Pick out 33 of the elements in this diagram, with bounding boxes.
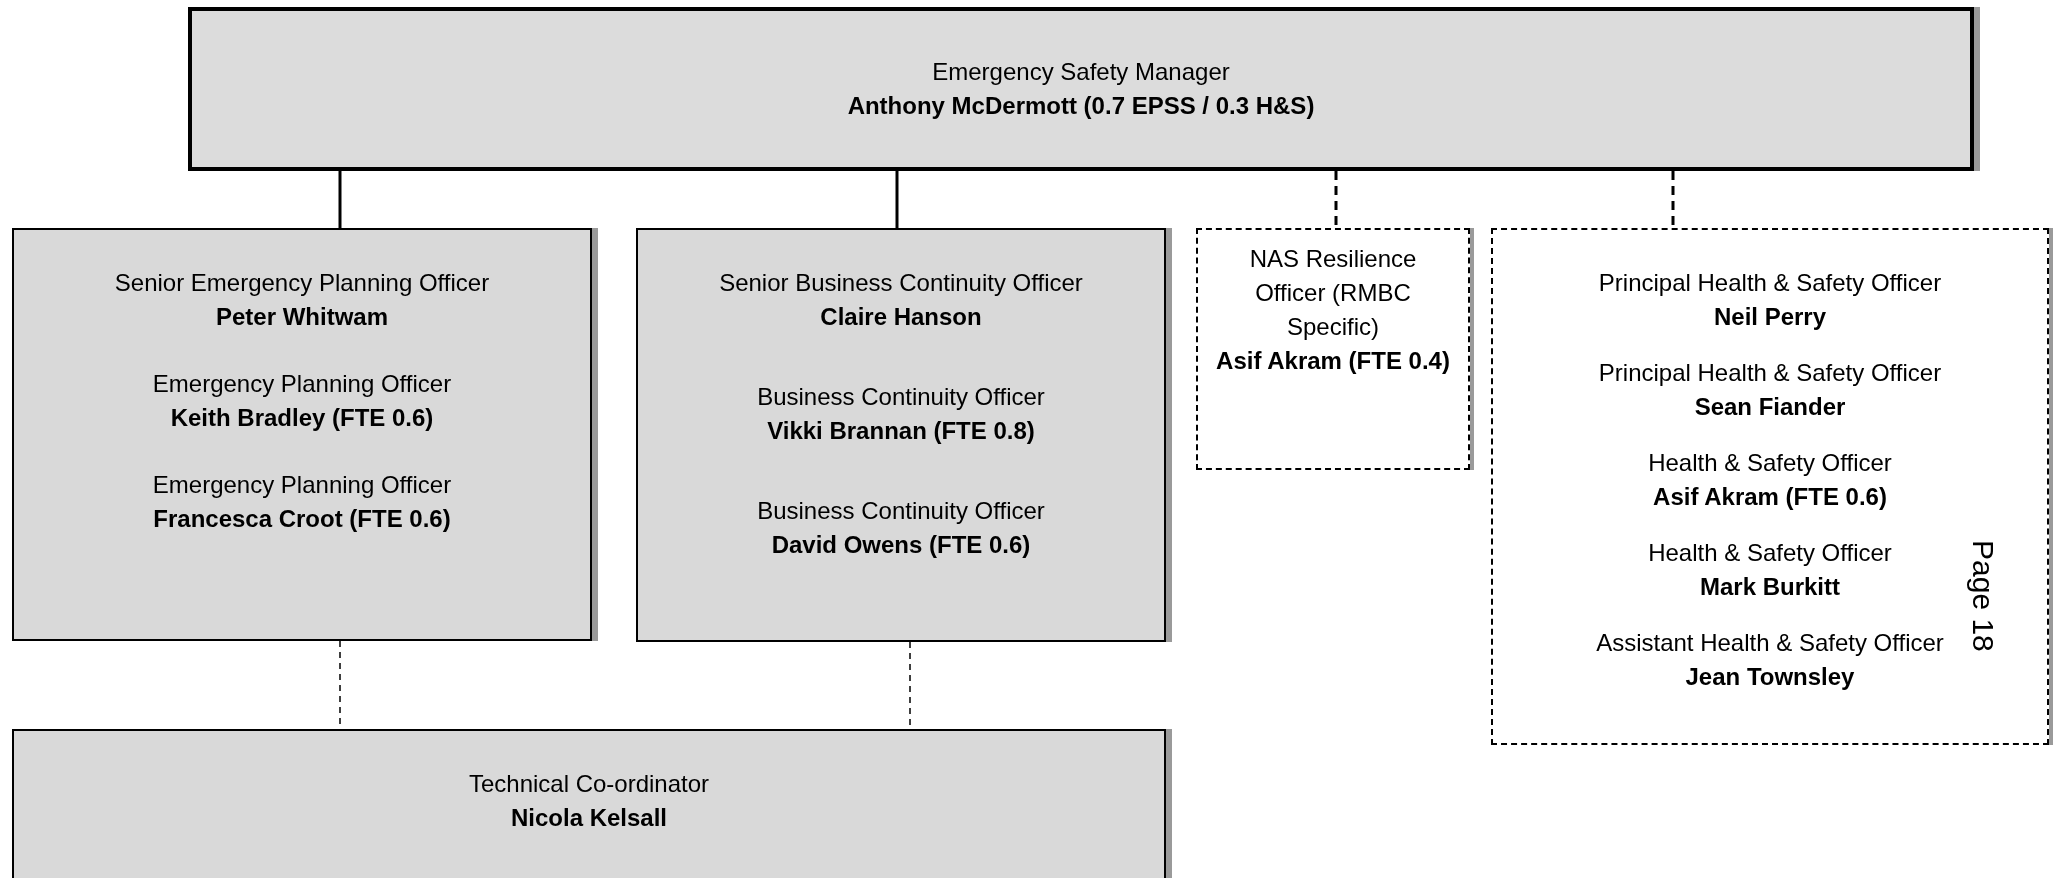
- job-title: Business Continuity Officer: [757, 496, 1045, 526]
- job-title: Senior Business Continuity Officer: [719, 268, 1083, 298]
- page-number: Page 18: [1966, 540, 2000, 652]
- person-name: Nicola Kelsall: [510, 803, 668, 833]
- person-name: Francesca Croot (FTE 0.6): [153, 504, 451, 534]
- job-title: Principal Health & Safety Officer: [1598, 358, 1942, 388]
- person-name: Vikki Brannan (FTE 0.8): [767, 416, 1035, 446]
- job-title: Health & Safety Officer: [1648, 538, 1892, 568]
- connector-line: [895, 171, 899, 228]
- connector-line: [338, 171, 342, 228]
- job-title: NAS Resilience Officer (RMBC Specific): [1248, 244, 1418, 342]
- person-name: Asif Akram (FTE 0.4): [1216, 346, 1450, 376]
- person-name: Asif Akram (FTE 0.6): [1653, 482, 1887, 512]
- job-title: Health & Safety Officer: [1648, 448, 1892, 478]
- person-name: Peter Whitwam: [216, 302, 388, 332]
- connector-line: [1334, 171, 1338, 228]
- person-name: Anthony McDermott (0.7 EPSS / 0.3 H&S): [847, 91, 1315, 121]
- job-title: Business Continuity Officer: [757, 382, 1045, 412]
- job-title: Technical Co-ordinator: [468, 769, 710, 799]
- person-name: Claire Hanson: [820, 302, 982, 332]
- person-name: Jean Townsley: [1685, 662, 1855, 692]
- person-name: Neil Perry: [1713, 302, 1827, 332]
- job-title: Principal Health & Safety Officer: [1598, 268, 1942, 298]
- job-title: Emergency Planning Officer: [152, 369, 452, 399]
- person-name: Mark Burkitt: [1700, 572, 1840, 602]
- job-title: Emergency Safety Manager: [932, 57, 1230, 87]
- job-title: Assistant Health & Safety Officer: [1596, 628, 1944, 658]
- person-name: David Owens (FTE 0.6): [771, 530, 1031, 560]
- person-name: Sean Fiander: [1694, 392, 1846, 422]
- job-title: Senior Emergency Planning Officer: [114, 268, 490, 298]
- connector-line: [1671, 171, 1675, 228]
- person-name: Keith Bradley (FTE 0.6): [170, 403, 434, 433]
- job-title: Emergency Planning Officer: [152, 470, 452, 500]
